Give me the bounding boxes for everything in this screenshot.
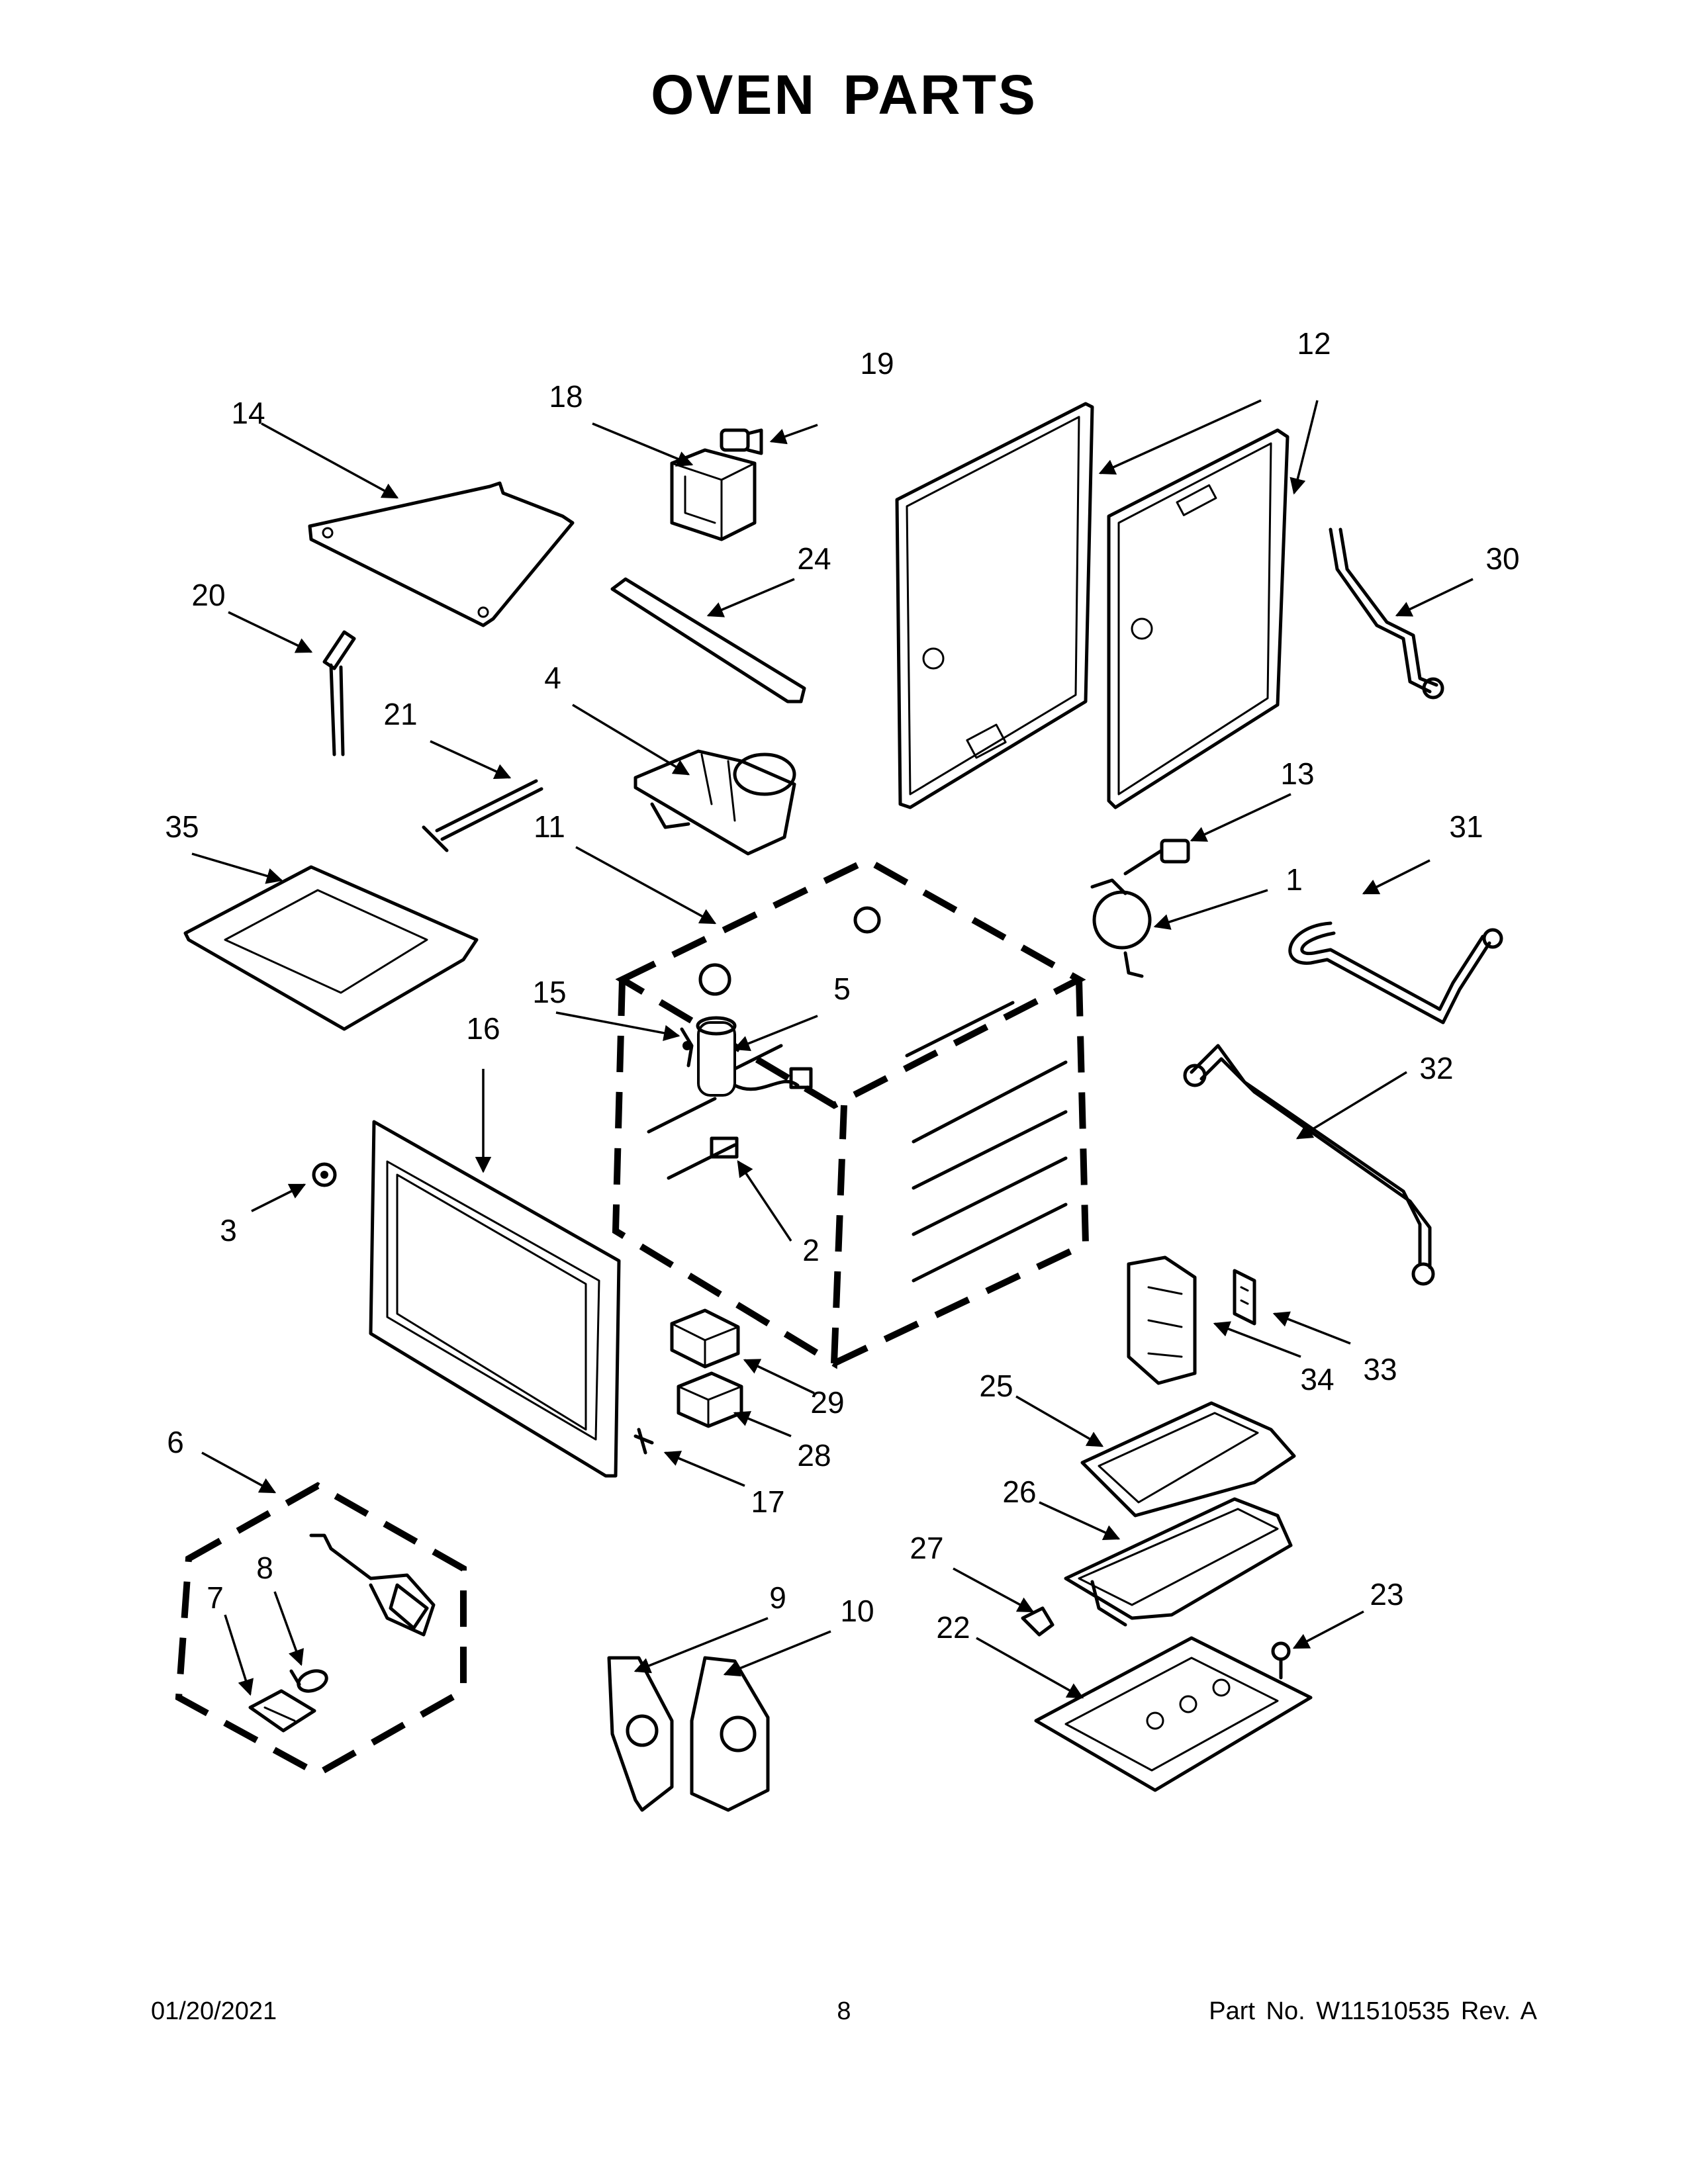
part-5-igniter <box>696 1016 813 1097</box>
callout-25: 25 <box>979 1369 1013 1403</box>
part-35-tray <box>183 865 479 1031</box>
callout-28: 28 <box>797 1438 831 1473</box>
callout-8: 8 <box>256 1551 273 1585</box>
callout-15: 15 <box>532 975 566 1009</box>
part-12-rear-panel-b <box>1107 428 1289 809</box>
part-7-lens <box>248 1689 316 1733</box>
callout-2: 2 <box>802 1233 820 1267</box>
part-29-bracket <box>670 1308 740 1369</box>
part-10-hinge <box>690 1656 770 1812</box>
callout-16: 16 <box>466 1011 500 1046</box>
part-19-connector <box>720 428 763 455</box>
callout-5: 5 <box>833 972 851 1006</box>
part-32-gas-tube <box>1183 1044 1435 1286</box>
callout-23: 23 <box>1370 1577 1403 1612</box>
part-17-screw <box>633 1428 654 1455</box>
callout-21: 21 <box>383 697 417 731</box>
callout-27: 27 <box>910 1531 943 1565</box>
callout-4: 4 <box>544 660 561 695</box>
part-2-bracket <box>710 1136 739 1159</box>
callout-20: 20 <box>191 578 225 612</box>
callout-35: 35 <box>165 809 199 844</box>
part-31-gas-tube <box>1288 921 1503 1024</box>
part-11-oven-cavity <box>612 856 1090 1369</box>
callout-10: 10 <box>840 1594 874 1628</box>
part-3-grommet <box>312 1162 337 1187</box>
leader-lines <box>191 399 1474 1699</box>
part-8-bulb <box>289 1669 328 1693</box>
callout-24: 24 <box>797 541 831 576</box>
part-30-gas-tube <box>1329 527 1444 700</box>
footer-date: 01/20/2021 <box>151 1997 277 2025</box>
page-title: OVEN PARTS <box>651 64 1037 126</box>
callout-7: 7 <box>207 1580 224 1615</box>
part-4-valve-assembly <box>633 749 796 856</box>
footer-page-number: 8 <box>837 1997 851 2025</box>
part-34-plate <box>1127 1255 1197 1385</box>
part-16-front-frame <box>369 1120 621 1478</box>
callout-13: 13 <box>1280 756 1314 791</box>
callout-31: 31 <box>1449 809 1483 844</box>
part-28-block <box>677 1371 743 1428</box>
callout-34: 34 <box>1300 1362 1334 1396</box>
callout-3: 3 <box>220 1213 237 1248</box>
callout-9: 9 <box>769 1580 786 1615</box>
part-14-heat-shield <box>308 481 575 627</box>
part-27-clip <box>1021 1606 1055 1637</box>
part-6-light-kit <box>175 1482 467 1778</box>
callout-labels: 1 2 3 4 5 6 7 8 9 10 11 12 13 14 15 16 1… <box>165 326 1519 1645</box>
part-12-rear-panel-a <box>895 402 1094 809</box>
callout-12: 12 <box>1297 326 1331 361</box>
callout-14: 14 <box>231 396 265 430</box>
callout-11: 11 <box>534 809 565 844</box>
part-9-hinge <box>607 1656 674 1812</box>
part-18-bracket <box>670 448 757 541</box>
part-21-sensor-rod <box>422 779 543 852</box>
footer-part-number: Part No. W11510535 Rev. A <box>1209 1997 1537 2025</box>
part-25-burner <box>1080 1401 1296 1518</box>
callout-30: 30 <box>1485 541 1519 576</box>
callout-1: 1 <box>1286 862 1303 897</box>
callout-6: 6 <box>167 1425 184 1459</box>
part-13-orifice <box>1123 839 1190 876</box>
part-15-screw <box>680 1027 694 1068</box>
part-20-probe <box>322 630 356 756</box>
callout-29: 29 <box>810 1385 844 1420</box>
part-23-screw <box>1271 1641 1291 1680</box>
part-1-thermostat <box>1090 878 1152 978</box>
part-24-bar <box>610 577 806 704</box>
callout-18: 18 <box>549 379 583 414</box>
callout-19: 19 <box>860 346 894 381</box>
part-22-pan <box>1034 1636 1313 1792</box>
callout-32: 32 <box>1419 1051 1453 1085</box>
callout-33: 33 <box>1363 1352 1397 1387</box>
callout-22: 22 <box>936 1610 970 1645</box>
callout-26: 26 <box>1002 1475 1036 1509</box>
part-33-clip <box>1233 1269 1256 1326</box>
callout-17: 17 <box>751 1484 784 1519</box>
part-26-burner <box>1064 1497 1293 1627</box>
